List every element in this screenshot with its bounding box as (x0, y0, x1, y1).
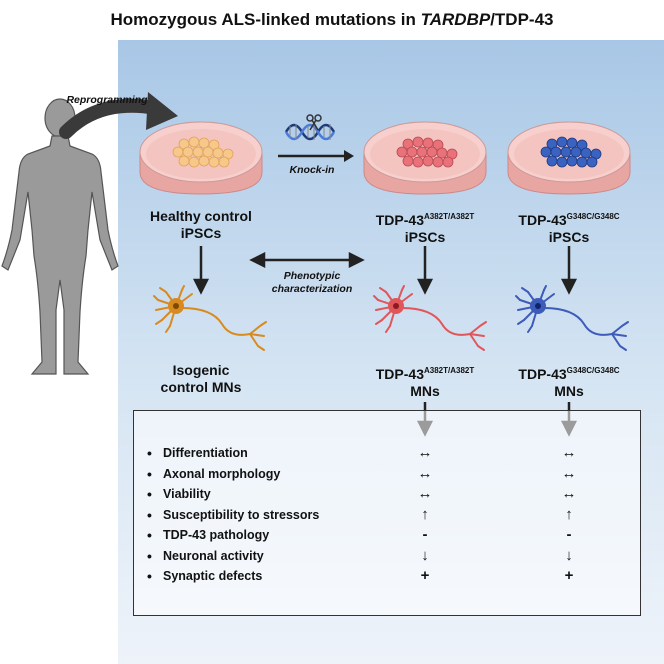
iso-mn-line2: control MNs (160, 379, 242, 395)
g348c-ipsc-dish (507, 121, 631, 195)
title-gene: TARDBP (420, 10, 491, 29)
reprogramming-label: Reprogramming (66, 94, 148, 106)
a382t-neuron-icon (373, 285, 487, 351)
g348c-ipsc-sup: G348C/G348C (566, 212, 620, 221)
a382t-effect: ↔ (417, 485, 433, 502)
g348c-effect: ↑ (565, 506, 573, 523)
title-prefix: Homozygous ALS-linked mutations in (110, 10, 421, 29)
phenotype-row: • Differentiation ↔ ↔ (133, 444, 639, 465)
phenotype-label: Viability (163, 487, 211, 501)
phenotype-row: • Neuronal activity ↓ ↓ (133, 547, 639, 568)
phenotype-row: • Susceptibility to stressors ↑ ↑ (133, 506, 639, 527)
a382t-ipsc-label: TDP-43A382T/A382T iPSCs (350, 208, 500, 246)
g348c-mn-label: TDP-43G348C/G348C MNs (494, 362, 644, 400)
bullet: • (147, 548, 152, 564)
a382t-effect: + (420, 567, 430, 584)
g348c-mn-sup: G348C/G348C (566, 366, 620, 375)
a382t-mn-label: TDP-43A382T/A382T MNs (350, 362, 500, 400)
g348c-ipsc-label: TDP-43G348C/G348C iPSCs (494, 208, 644, 246)
bullet: • (147, 486, 152, 502)
a382t-ipsc-base: TDP-43 (375, 212, 424, 228)
healthy-ipsc-label: Healthy control iPSCs (136, 208, 266, 242)
dna-scissors-icon (284, 114, 336, 141)
phenotype-label: Neuronal activity (163, 549, 264, 563)
phenotype-row: • Synaptic defects + + (133, 567, 639, 588)
iso-mn-label: Isogenic control MNs (136, 362, 266, 396)
g348c-mn-line2: MNs (554, 383, 584, 399)
g348c-effect: + (564, 567, 574, 584)
g348c-mn-base: TDP-43 (518, 366, 567, 382)
g348c-effect: ↔ (561, 465, 577, 482)
g348c-effect: ↓ (565, 547, 573, 564)
a382t-mn-base: TDP-43 (375, 366, 424, 382)
a382t-ipsc-line2: iPSCs (404, 229, 446, 245)
healthy-ipsc-line1: Healthy control (150, 208, 252, 224)
phenotypic-line2: characterization (271, 283, 353, 295)
phenotype-table (133, 410, 641, 616)
phenotype-row: • Axonal morphology ↔ ↔ (133, 465, 639, 486)
a382t-mn-sup: A382T/A382T (423, 366, 475, 375)
g348c-effect: ↔ (561, 485, 577, 502)
a382t-effect: - (422, 526, 428, 543)
phenotype-label: Axonal morphology (163, 467, 281, 481)
g348c-effect: - (566, 526, 572, 543)
knock-in-label: Knock-in (289, 164, 335, 176)
phenotype-row: • TDP-43 pathology - - (133, 526, 639, 547)
healthy-ipsc-dish (139, 121, 263, 195)
a382t-ipsc-dish (363, 121, 487, 195)
g348c-ipsc-line2: iPSCs (548, 229, 590, 245)
bullet: • (147, 527, 152, 543)
bullet: • (147, 568, 152, 584)
a382t-effect: ↑ (421, 506, 429, 523)
bullet: • (147, 466, 152, 482)
phenotype-label: TDP-43 pathology (163, 528, 270, 542)
bullet: • (147, 445, 152, 461)
g348c-neuron-icon (515, 285, 629, 351)
phenotype-label: Synaptic defects (163, 569, 263, 583)
a382t-effect: ↔ (417, 444, 433, 461)
healthy-ipsc-line2: iPSCs (180, 225, 222, 241)
bullet: • (147, 507, 152, 523)
phenotypic-label: Phenotypic characterization (262, 270, 362, 296)
iso-mn-line1: Isogenic (172, 362, 230, 378)
title-suffix: /TDP-43 (490, 10, 554, 29)
a382t-ipsc-sup: A382T/A382T (423, 212, 475, 221)
a382t-mn-line2: MNs (410, 383, 440, 399)
phenotype-label: Susceptibility to stressors (163, 508, 320, 522)
g348c-ipsc-base: TDP-43 (518, 212, 567, 228)
g348c-effect: ↔ (561, 444, 577, 461)
knock-in-arrow (278, 150, 354, 162)
phenotype-row: • Viability ↔ ↔ (133, 485, 639, 506)
a382t-effect: ↔ (417, 465, 433, 482)
healthy-neuron-icon (153, 285, 267, 351)
phenotypic-line1: Phenotypic (283, 270, 341, 282)
phenotype-label: Differentiation (163, 446, 248, 460)
figure-title: Homozygous ALS-linked mutations in TARDB… (0, 10, 664, 30)
a382t-effect: ↓ (421, 547, 429, 564)
